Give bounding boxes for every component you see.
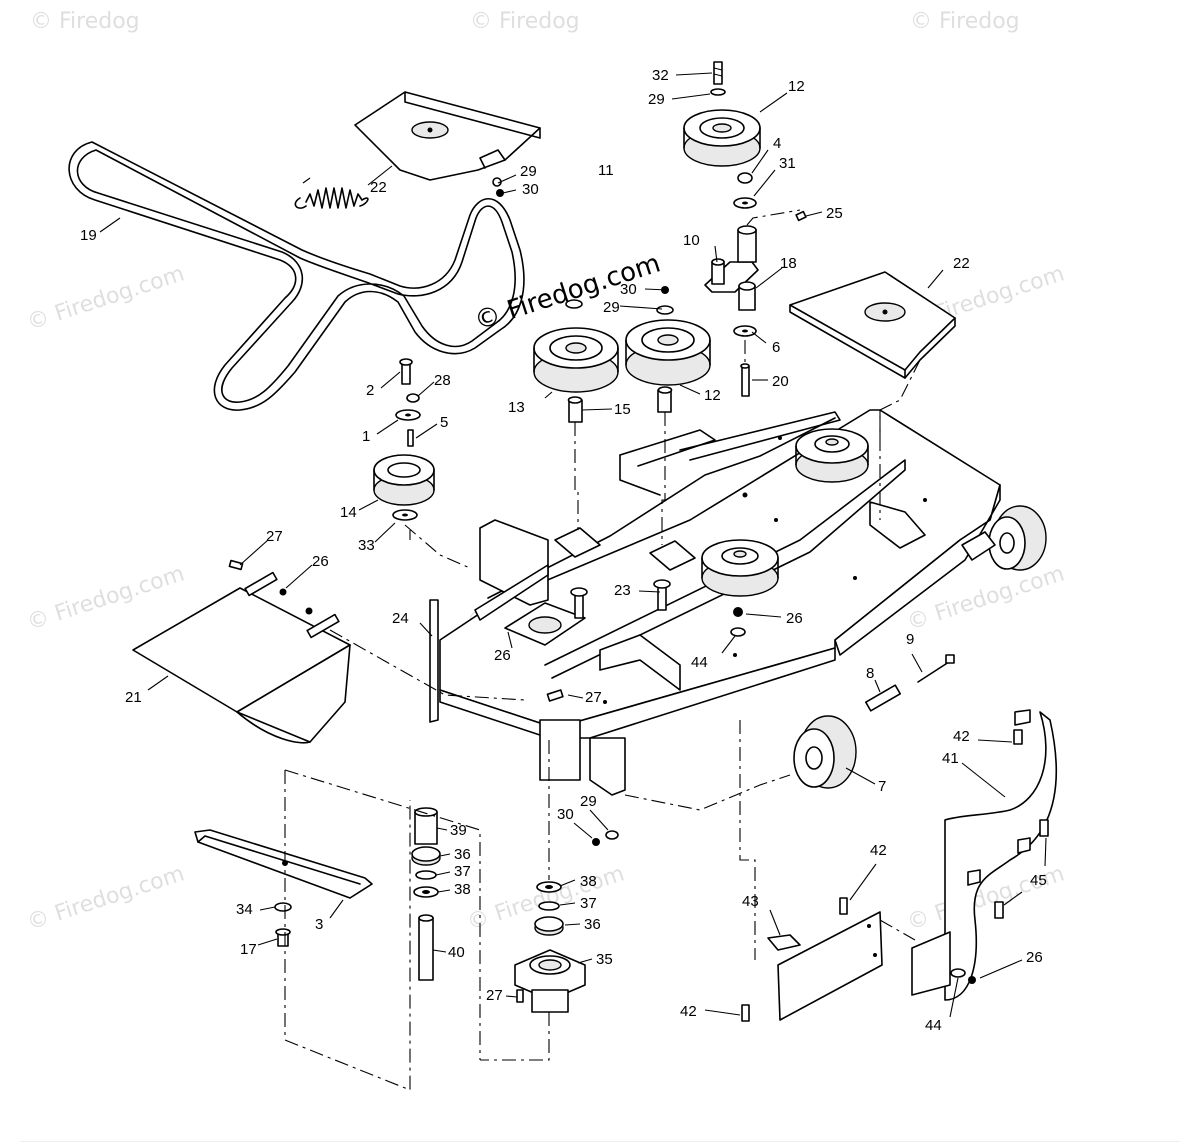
- callout-25: 25: [826, 205, 843, 222]
- center-pulleys: [533, 286, 711, 423]
- callout-2: 2: [366, 382, 374, 399]
- drive-belt: [68, 141, 525, 411]
- callout-14: 14: [340, 504, 357, 521]
- callout-36-housing: 36: [584, 916, 601, 933]
- callout-44-center: 44: [691, 654, 708, 671]
- watermark-text: © Firedog: [30, 9, 140, 34]
- callout-30: 30: [620, 281, 637, 298]
- callout-42-plate: 42: [870, 842, 887, 859]
- callout-29-top: 29: [520, 163, 537, 180]
- callout-38-shaft: 38: [454, 881, 471, 898]
- callout-30-top: 30: [522, 181, 539, 198]
- pulley-cover-left: [354, 91, 541, 197]
- callout-27-bottom: 27: [486, 987, 503, 1004]
- cover-plate: [741, 897, 883, 1022]
- callout-12: 12: [788, 78, 805, 95]
- callout-21: 21: [125, 689, 142, 706]
- watermark-text: © Firedog.com: [24, 561, 187, 635]
- pulley-cover-right: [789, 271, 956, 379]
- callout-22-left: 22: [370, 179, 387, 196]
- callout-18: 18: [780, 255, 797, 272]
- callout-29-bottom: 29: [580, 793, 597, 810]
- callout-39: 39: [450, 822, 467, 839]
- callout-40: 40: [448, 944, 465, 961]
- callout-9: 9: [906, 631, 914, 648]
- watermark-text: © Firedog: [470, 9, 580, 34]
- callout-41: 41: [942, 750, 959, 767]
- assembly-lines: [284, 209, 921, 1091]
- callout-13: 13: [508, 399, 525, 416]
- callout-7: 7: [878, 778, 886, 795]
- cutting-blade: [194, 829, 373, 947]
- callout-10: 10: [683, 232, 700, 249]
- callout-30-bottom: 30: [557, 806, 574, 823]
- callout-36-shaft: 36: [454, 846, 471, 863]
- callout-numbers: 32 29 12 4 31 25 10 18 6 20 22 11 29 30 …: [80, 67, 1047, 1034]
- callout-34: 34: [236, 901, 253, 918]
- callout-4: 4: [773, 135, 781, 152]
- callout-17: 17: [240, 941, 257, 958]
- callout-24: 24: [392, 610, 409, 627]
- discharge-chute: [132, 559, 351, 744]
- mower-deck: [429, 409, 1001, 796]
- callout-42-bottom: 42: [680, 1003, 697, 1020]
- tension-spring: [294, 187, 369, 209]
- spindle-shaft-stack: [411, 807, 441, 981]
- callout-11: 11: [598, 162, 614, 179]
- callout-38-housing: 38: [580, 873, 597, 890]
- callout-44-right: 44: [925, 1017, 942, 1034]
- callout-6: 6: [772, 339, 780, 356]
- callout-3: 3: [315, 916, 323, 933]
- callout-12-mid: 12: [704, 387, 721, 404]
- callout-27-left: 27: [266, 528, 283, 545]
- callout-29-mid: 29: [603, 299, 620, 316]
- curved-shield: [911, 709, 1058, 1001]
- callout-15: 15: [614, 401, 631, 418]
- watermark-text: © Firedog: [910, 9, 1020, 34]
- callout-26-center: 26: [786, 610, 803, 627]
- left-pulley-stack: [373, 358, 435, 521]
- callout-5: 5: [440, 414, 448, 431]
- callout-20: 20: [772, 373, 789, 390]
- callout-28: 28: [434, 372, 451, 389]
- idler-arm-stack: [683, 61, 807, 397]
- spindle-housing-stack: [514, 830, 619, 1013]
- callout-33: 33: [358, 537, 375, 554]
- callout-35: 35: [596, 951, 613, 968]
- callout-22-right: 22: [953, 255, 970, 272]
- callout-29: 29: [648, 91, 665, 108]
- callout-37-shaft: 37: [454, 863, 471, 880]
- callout-8: 8: [866, 665, 874, 682]
- callout-31: 31: [779, 155, 796, 172]
- gauge-wheels: [793, 505, 1047, 789]
- callout-37-housing: 37: [580, 895, 597, 912]
- callout-19: 19: [80, 227, 97, 244]
- callout-26-deck: 26: [494, 647, 511, 664]
- callout-43: 43: [742, 893, 759, 910]
- callout-1: 1: [362, 428, 370, 445]
- watermark-text: © Firedog.com: [24, 861, 187, 935]
- callout-27-deck: 27: [585, 689, 602, 706]
- callout-45: 45: [1030, 872, 1047, 889]
- watermark-text: © Firedog.com: [24, 261, 187, 335]
- callout-42-right: 42: [953, 728, 970, 745]
- leader-lines: [99, 72, 1047, 1018]
- callout-23: 23: [614, 582, 631, 599]
- callout-32: 32: [652, 67, 669, 84]
- callout-26-right: 26: [1026, 949, 1043, 966]
- callout-26-left: 26: [312, 553, 329, 570]
